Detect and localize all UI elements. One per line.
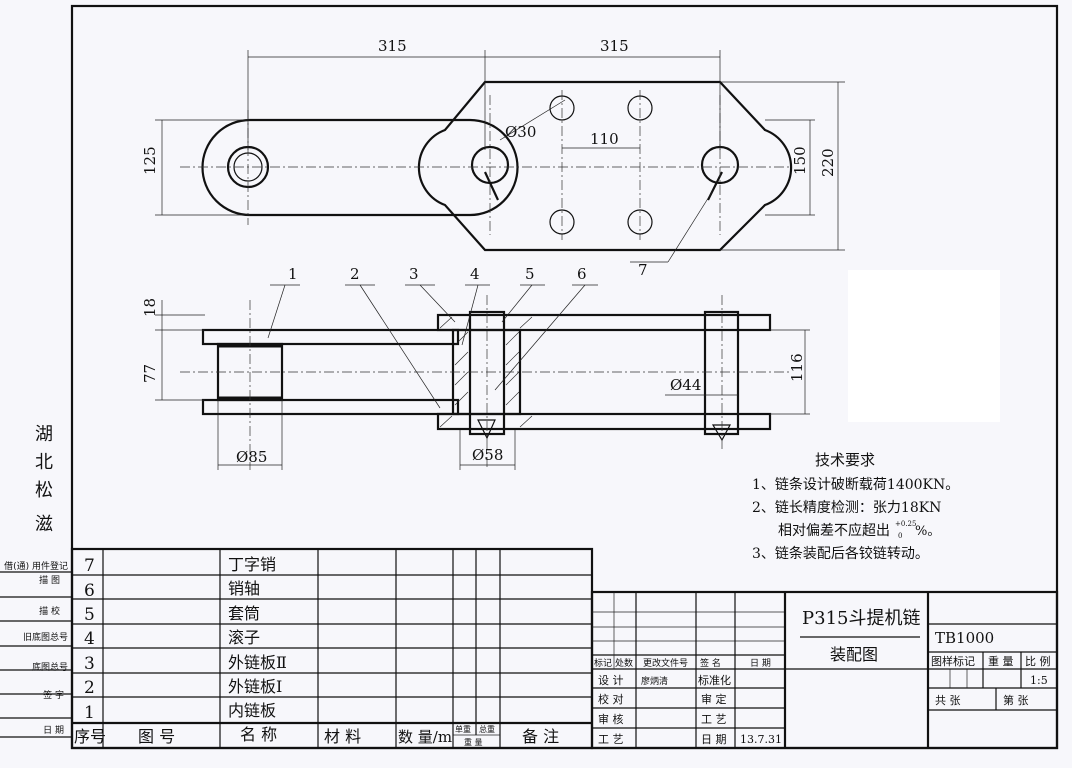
header-unit-weight: 单重 [455, 724, 471, 734]
tb-scale-label: 比 例 [1025, 654, 1051, 668]
parts-table [70, 547, 594, 750]
part-name: 套筒 [228, 604, 260, 623]
balloon-3: 3 [409, 265, 419, 283]
balloon-5: 5 [525, 265, 535, 283]
part-no: 1 [84, 703, 95, 723]
tb-date-value: 13.7.31 [740, 733, 782, 746]
tb-designer: 廖炳清 [641, 675, 668, 687]
tb-weight: 重 量 [988, 654, 1014, 668]
blank-patch [848, 270, 1000, 422]
strip-trace: 描 图 [39, 574, 60, 586]
dim-inner-width: 125 [141, 146, 159, 175]
header-name: 名 称 [240, 725, 277, 744]
strip-date: 日 期 [43, 725, 64, 736]
part-no: 7 [84, 556, 95, 576]
part-name: 销轴 [228, 579, 260, 598]
dim-outer-height: 220 [819, 148, 837, 177]
part-name: 外链板Ⅱ [228, 653, 287, 672]
dim-hole-spacing: 110 [590, 130, 619, 148]
header-material: 材 料 [324, 727, 361, 746]
dim-pitch-left: 315 [378, 37, 407, 55]
tech-req-2: 2、链长精度检测：张力18KN [752, 500, 941, 516]
part-name: 内链板 [228, 701, 276, 720]
dim-pitch-right: 315 [600, 37, 629, 55]
tol-upper: +0.25 [895, 520, 916, 528]
tb-check: 校 对 [598, 692, 624, 706]
tech-req-1: 1、链条设计破断载荷1400KN。 [752, 476, 959, 493]
part-no: 6 [84, 581, 95, 601]
tb-review: 审 核 [598, 712, 624, 726]
part-no: 3 [84, 654, 95, 674]
tb-date: 日 期 [750, 658, 771, 669]
side-label-1: 湖 [35, 424, 53, 445]
balloon-1: 1 [288, 265, 298, 283]
outer-plate-top [417, 80, 793, 252]
dim-plate-thickness: 18 [141, 298, 159, 317]
tb-sample-mark: 图样标记 [931, 654, 975, 668]
tb-sheet-no: 第 张 [1003, 693, 1029, 707]
left-strip [0, 571, 72, 738]
title-block [590, 590, 1059, 750]
dim-bush-dia: Ø58 [472, 446, 503, 464]
dim-inner-gap: 77 [141, 364, 159, 383]
parts-rows: 7 丁字销 6 销轴 5 套筒 4 滚子 3 外链板Ⅱ 2 外链板Ⅰ 1 内链板 [84, 555, 287, 723]
dim-hole-dia: Ø30 [505, 123, 536, 141]
header-remark: 备 注 [522, 727, 559, 746]
drawing-title: P315斗提机链 [802, 608, 920, 629]
top-view: 315 315 110 Ø30 125 150 220 [141, 37, 845, 263]
tb-total-sheets: 共 张 [935, 694, 961, 707]
tb-count: 处数 [615, 657, 633, 669]
tb-mark: 标记 [594, 657, 612, 669]
inner-plate-top [201, 118, 519, 217]
strip-sign: 签 字 [43, 689, 64, 701]
tb-doc: 更改文件号 [643, 657, 688, 669]
dim-roller-dia: Ø85 [236, 448, 267, 466]
part-no: 5 [84, 605, 95, 625]
tb-scale: 1:5 [1030, 674, 1048, 687]
tb-approve: 审 定 [701, 692, 727, 706]
header-total-weight: 总重 [479, 724, 495, 734]
tech-req-title: 技术要求 [815, 451, 875, 469]
part-no: 4 [84, 629, 95, 649]
tol-unit: %。 [915, 524, 940, 539]
header-drawing: 图 号 [138, 727, 175, 746]
strip-trace-check: 描 校 [39, 605, 60, 617]
side-label-2: 北 [35, 452, 53, 473]
tb-process: 工 艺 [701, 713, 727, 726]
side-label-3: 松 [35, 480, 53, 501]
tol-lower: 0 [898, 532, 902, 540]
tech-req-3: 3、链条装配后各铰链转动。 [752, 545, 929, 562]
balloon-7: 7 [638, 261, 648, 279]
tb-date-label: 日 期 [701, 733, 727, 746]
balloon-4: 4 [470, 265, 480, 283]
section-view: 18 77 116 Ø85 Ø58 Ø44 [141, 284, 810, 470]
strip-base-no: 底图总号 [32, 661, 68, 673]
header-qty: 数 量/m [398, 728, 452, 746]
header-weight: 重 量 [464, 737, 483, 747]
dim-pin-dia: Ø44 [670, 376, 701, 394]
balloon-6: 6 [577, 265, 587, 283]
drawing-number: TB1000 [935, 629, 994, 647]
balloon-2: 2 [350, 265, 360, 283]
tb-process2: 工 艺 [598, 733, 624, 746]
strip-old-no: 旧底图总号 [23, 631, 68, 643]
part-no: 2 [84, 678, 95, 698]
tb-sign: 签 名 [700, 657, 721, 669]
tb-standard: 标准化 [698, 673, 731, 687]
strip-borrow: 借(通) 用件登记 [4, 560, 68, 572]
header-no: 序号 [74, 727, 106, 746]
dim-overall-width: 116 [788, 353, 806, 382]
tb-design: 设 计 [598, 674, 624, 687]
drawing-subtitle: 装配图 [830, 645, 878, 664]
pin-right [703, 310, 740, 436]
part-name: 外链板Ⅰ [228, 677, 282, 696]
side-label-4: 滋 [35, 514, 53, 535]
part-name: 丁字销 [228, 555, 276, 574]
dim-hole-height: 150 [791, 146, 809, 175]
tech-req-2b: 相对偏差不应超出 [778, 522, 890, 539]
part-name: 滚子 [228, 628, 260, 647]
